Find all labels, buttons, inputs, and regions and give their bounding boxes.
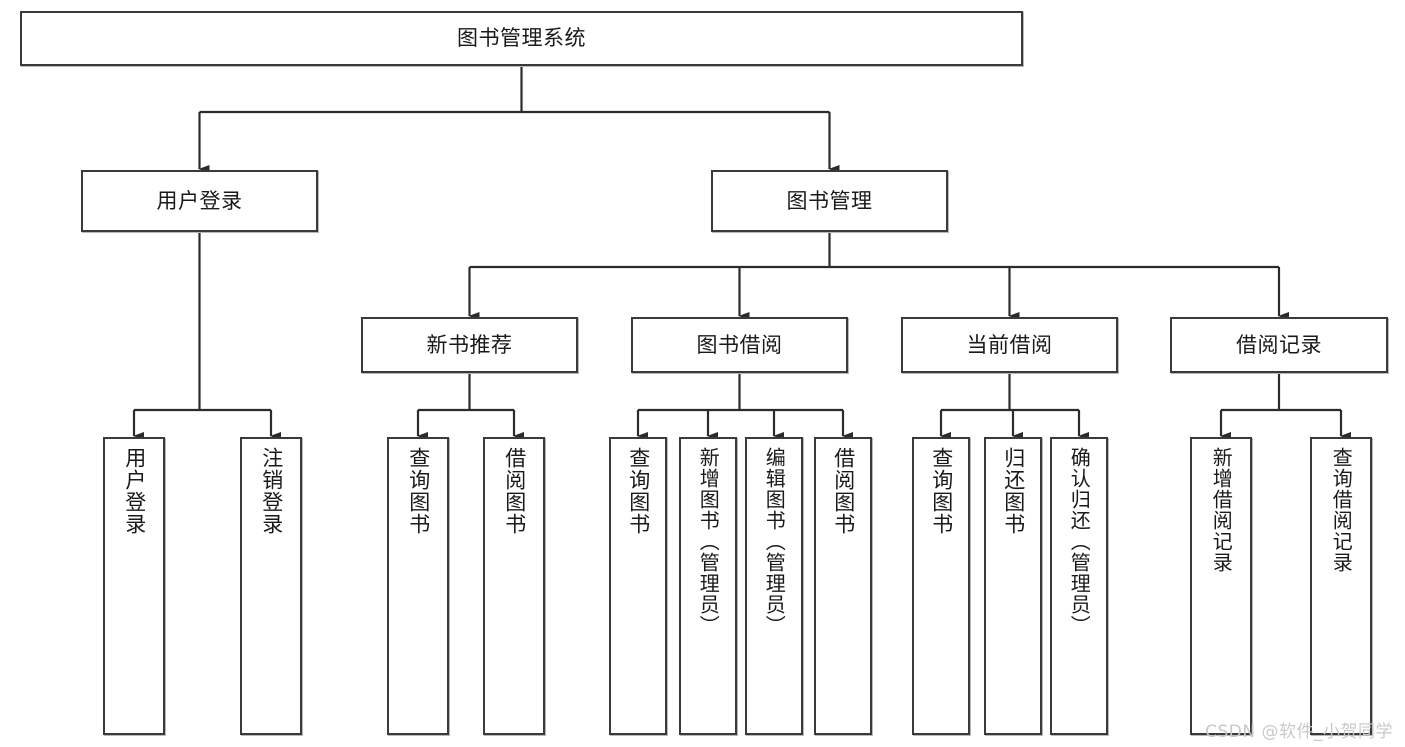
node-leaf-query-book-3[interactable]: 查询图书 xyxy=(912,437,970,735)
node-leaf-query-record[interactable]: 查询借阅记录 xyxy=(1310,437,1372,735)
node-leaf-user-logout[interactable]: 注销登录 xyxy=(240,437,302,735)
node-label-current-borrow: 当前借阅 xyxy=(966,332,1053,357)
node-label-leaf-borrow-book-1: 借阅图书 xyxy=(502,447,527,535)
node-label-borrow-record: 借阅记录 xyxy=(1236,332,1322,357)
node-label-leaf-user-login: 用户登录 xyxy=(122,447,147,535)
node-label-leaf-edit-book: 编辑图书（管理员） xyxy=(762,447,787,636)
watermark-text: CSDN @软件_小贺同学 xyxy=(1205,722,1393,742)
node-new-book-rec[interactable]: 新书推荐 xyxy=(361,317,578,373)
node-label-leaf-query-book-3: 查询图书 xyxy=(929,447,954,535)
node-borrow-record[interactable]: 借阅记录 xyxy=(1170,317,1388,373)
node-label-root: 图书管理系统 xyxy=(457,26,586,51)
node-book-manage[interactable]: 图书管理 xyxy=(711,170,948,232)
node-current-borrow[interactable]: 当前借阅 xyxy=(901,317,1118,373)
node-leaf-add-book[interactable]: 新增图书（管理员） xyxy=(679,437,737,735)
node-leaf-query-book-1[interactable]: 查询图书 xyxy=(387,437,449,735)
node-root[interactable]: 图书管理系统 xyxy=(20,11,1023,66)
node-label-new-book-rec: 新书推荐 xyxy=(426,332,513,357)
node-label-leaf-query-book-2: 查询图书 xyxy=(626,447,651,535)
node-leaf-confirm-return[interactable]: 确认归还（管理员） xyxy=(1050,437,1108,735)
node-label-leaf-borrow-book-2: 借阅图书 xyxy=(831,447,856,535)
node-label-leaf-query-record: 查询借阅记录 xyxy=(1329,447,1354,573)
node-user-login[interactable]: 用户登录 xyxy=(81,170,318,232)
node-label-leaf-confirm-return: 确认归还（管理员） xyxy=(1067,447,1092,636)
node-leaf-user-login[interactable]: 用户登录 xyxy=(103,437,165,735)
node-label-leaf-return-book: 归还图书 xyxy=(1001,447,1026,535)
node-leaf-borrow-book-1[interactable]: 借阅图书 xyxy=(483,437,545,735)
node-leaf-return-book[interactable]: 归还图书 xyxy=(984,437,1042,735)
node-leaf-add-record[interactable]: 新增借阅记录 xyxy=(1190,437,1252,735)
node-label-book-manage: 图书管理 xyxy=(786,188,873,213)
node-label-leaf-query-book-1: 查询图书 xyxy=(406,447,431,535)
node-leaf-query-book-2[interactable]: 查询图书 xyxy=(609,437,667,735)
node-book-borrow[interactable]: 图书借阅 xyxy=(631,317,848,373)
node-label-leaf-add-book: 新增图书（管理员） xyxy=(696,447,721,636)
node-leaf-edit-book[interactable]: 编辑图书（管理员） xyxy=(745,437,803,735)
node-leaf-borrow-book-2[interactable]: 借阅图书 xyxy=(814,437,872,735)
node-label-user-login: 用户登录 xyxy=(156,188,243,213)
node-label-leaf-add-record: 新增借阅记录 xyxy=(1209,447,1234,573)
node-label-book-borrow: 图书借阅 xyxy=(696,332,783,357)
node-label-leaf-user-logout: 注销登录 xyxy=(259,447,284,535)
